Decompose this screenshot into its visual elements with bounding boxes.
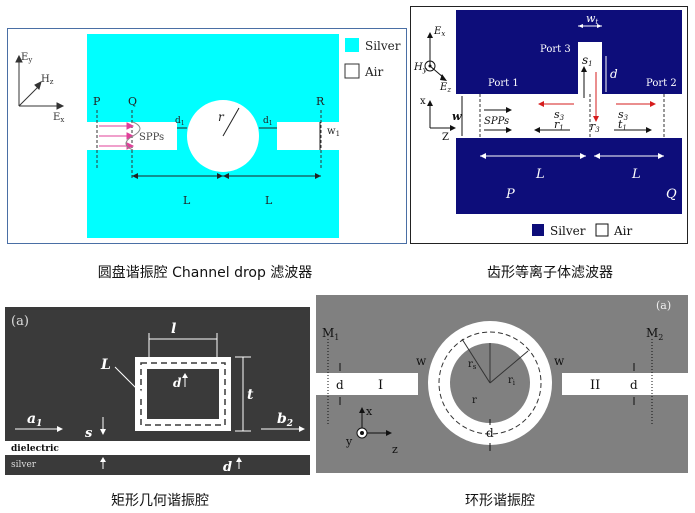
legend-silver-swatch-2 [532, 224, 544, 236]
r3-label: r3 [590, 120, 600, 134]
length-l-label: l [171, 321, 176, 337]
gap-w-right: w [554, 354, 565, 368]
radius-rs-label: rs [468, 359, 477, 371]
output-b2-label: b2 [277, 411, 293, 429]
port-q-label: Q [128, 95, 137, 108]
gap-d1-left: d1 [175, 116, 185, 127]
silver-lower-region [456, 138, 682, 214]
waveguide-d-left: d [336, 378, 344, 392]
r1-label: r1 [554, 118, 564, 132]
port1-label: Port 1 [488, 78, 519, 89]
panel-disk-resonator-filter: r P Q R SPPs d1 d1 w1 L L Silver Air Ey … [7, 28, 407, 244]
legend-silver-label: Silver [365, 39, 401, 53]
width-w1-label: w1 [327, 126, 340, 138]
axis-ex: Ex [53, 112, 64, 124]
caption-rectangular-resonator: 矩形几何谐振腔 [111, 493, 209, 509]
axis-ex-2: Ex [433, 26, 445, 38]
axis-x-4: x [366, 405, 373, 418]
caption-disk-resonator: 圆盘谐振腔 Channel drop 滤波器 [97, 265, 313, 281]
right-waveguide [277, 122, 339, 150]
length-l1-label-2: L [535, 167, 545, 182]
waveguide-left [316, 373, 418, 395]
port2-label: Port 2 [646, 78, 677, 89]
s1-label: s1 [582, 53, 593, 68]
field-axes-2 [424, 32, 456, 131]
air-channel [456, 94, 682, 138]
gap-w-left: w [416, 354, 427, 368]
monitor-m2-label: M2 [646, 326, 663, 342]
width-d-label: d [173, 376, 182, 390]
radius-label: r [218, 110, 225, 124]
width-wt-label: wt [586, 12, 598, 26]
waveguide-right [562, 373, 688, 395]
tooth-depth-label: d [610, 67, 618, 81]
port-r-label: R [316, 95, 325, 108]
ring-width-d-label: d [486, 426, 494, 440]
panel3-tag: (a) [11, 314, 29, 329]
s3-left-label: s3 [554, 108, 565, 122]
axis-y-4: y [345, 435, 353, 448]
perimeter-l-label: L [100, 357, 111, 373]
ring-resonator-diagram: (a) rs ri r d M1 M2 w w d d I II x y z [316, 295, 688, 473]
field-axes [15, 54, 65, 110]
length-l2-label: L [265, 194, 273, 207]
panel4-tag: (a) [656, 299, 671, 312]
length-l1-label: L [183, 194, 191, 207]
radius-ri-label: ri [508, 375, 516, 387]
s3-right-label: s3 [618, 108, 629, 122]
t1-label: t1 [618, 118, 627, 132]
axis-ey: Ey [21, 52, 32, 64]
port-q-label-2: Q [666, 187, 677, 202]
radius-r-label: r [472, 395, 477, 406]
gap-d1-right: d1 [263, 116, 273, 127]
waveguide-d-right: d [630, 378, 638, 392]
port-ii-label: II [590, 378, 600, 393]
monitor-m1-label: M1 [322, 326, 339, 342]
axis-x-2: x [420, 96, 426, 107]
legend-air-swatch-2 [595, 223, 609, 237]
port-p-label-2: P [505, 187, 515, 202]
input-a1-label: a1 [27, 411, 42, 429]
panel-rectangular-resonator: (a) dielectric silver l L d t a1 s b2 d [5, 307, 310, 475]
silver-upper-region [456, 10, 682, 94]
panel-tooth-plasmonic-filter: wt Port 3 Port 1 Port 2 s1 d r3 s3 s3 r1… [410, 6, 688, 244]
port-i-label: I [378, 378, 383, 393]
axis-hz: Hz [41, 74, 54, 86]
legend-air-label: Air [364, 65, 384, 79]
tooth-cavity [578, 42, 602, 94]
tooth-filter-diagram: wt Port 3 Port 1 Port 2 s1 d r3 s3 s3 r1… [410, 6, 688, 244]
spps-label: SPPs [139, 132, 164, 143]
legend-air-label-2: Air [613, 224, 633, 238]
legend-silver-label-2: Silver [550, 224, 586, 238]
waveguide-strip [5, 441, 310, 455]
silver-label: silver [11, 460, 37, 470]
axis-hy-2: Hy [413, 62, 428, 74]
gap-s-label: s [85, 426, 93, 441]
caption-ring-resonator: 环形谐振腔 [465, 493, 535, 509]
length-l2-label-2: L [631, 167, 641, 182]
legend-silver-swatch [345, 38, 359, 52]
channel-width-label: w [452, 110, 462, 123]
legend-air-swatch [344, 63, 360, 79]
port3-label: Port 3 [540, 44, 571, 55]
height-t-label: t [247, 387, 254, 403]
rectangular-resonator-diagram: (a) dielectric silver l L d t a1 s b2 d [5, 307, 310, 475]
strip-d-label: d [223, 460, 232, 475]
axis-z-4: z [392, 443, 398, 456]
port-p-label: P [93, 95, 101, 108]
axis-ez-2: Ez [439, 82, 451, 94]
disk-resonator-diagram: r P Q R SPPs d1 d1 w1 L L Silver Air Ey … [7, 28, 407, 244]
axis-z-2: Z [442, 132, 449, 143]
caption-tooth-filter: 齿形等离子体滤波器 [487, 265, 613, 281]
coordinate-axes-4 [356, 407, 392, 439]
dielectric-label: dielectric [11, 444, 59, 454]
spps-label-2: SPPs [484, 116, 509, 127]
panel-ring-resonator: (a) rs ri r d M1 M2 w w d d I II x y z [316, 295, 688, 473]
